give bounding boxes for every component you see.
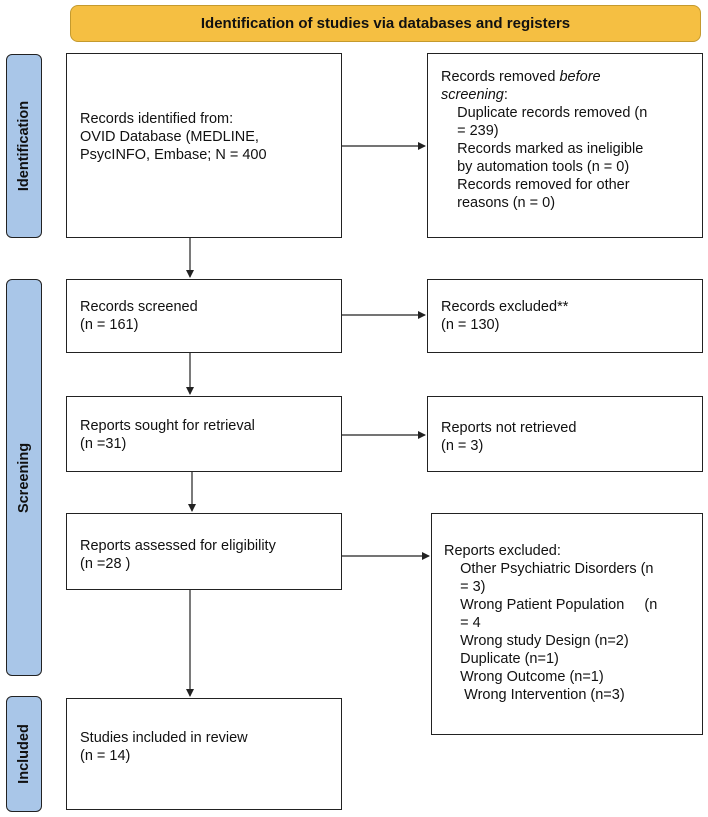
records-removed-title-colon: : (503, 87, 508, 103)
records-removed-title-screening: screening (441, 87, 504, 103)
studies-included-box: Studies included in review (n = 14) (66, 698, 342, 810)
records-removed-title-before: before (559, 69, 601, 85)
reports-assessed-text: Reports assessed for eligibility (n =28 … (80, 538, 276, 572)
studies-included-text: Studies included in review (n = 14) (80, 730, 248, 764)
phase-included: Included (6, 696, 42, 812)
reports-sought-box: Reports sought for retrieval (n =31) (66, 396, 342, 472)
reports-assessed-box: Reports assessed for eligibility (n =28 … (66, 513, 342, 590)
records-excluded-box: Records excluded** (n = 130) (427, 279, 703, 353)
reports-not-retrieved-text: Reports not retrieved (n = 3) (441, 420, 577, 454)
reports-not-retrieved-box: Reports not retrieved (n = 3) (427, 396, 703, 472)
records-screened-text: Records screened (n = 161) (80, 299, 198, 333)
phase-identification: Identification (6, 54, 42, 238)
banner-title: Identification of studies via databases … (70, 5, 701, 42)
records-excluded-text: Records excluded** (n = 130) (441, 299, 569, 333)
records-identified-box: Records identified from: OVID Database (… (66, 53, 342, 238)
reports-sought-text: Reports sought for retrieval (n =31) (80, 418, 255, 452)
records-removed-box: Records removed before screening: Duplica… (427, 53, 703, 238)
reports-excluded-title: Reports excluded: (444, 543, 561, 559)
records-removed-title: Records removed before screening: (441, 68, 691, 104)
records-identified-text: Records identified from: OVID Database (… (80, 111, 267, 163)
phase-screening: Screening (6, 279, 42, 676)
records-screened-box: Records screened (n = 161) (66, 279, 342, 353)
reports-excluded-items: Other Psychiatric Disorders (n = 3) Wron… (460, 561, 658, 703)
records-removed-items: Duplicate records removed (n = 239) Reco… (457, 105, 648, 211)
reports-excluded-box: Reports excluded: Other Psychiatric Diso… (431, 513, 703, 735)
records-removed-title-pre: Records removed (441, 69, 560, 85)
